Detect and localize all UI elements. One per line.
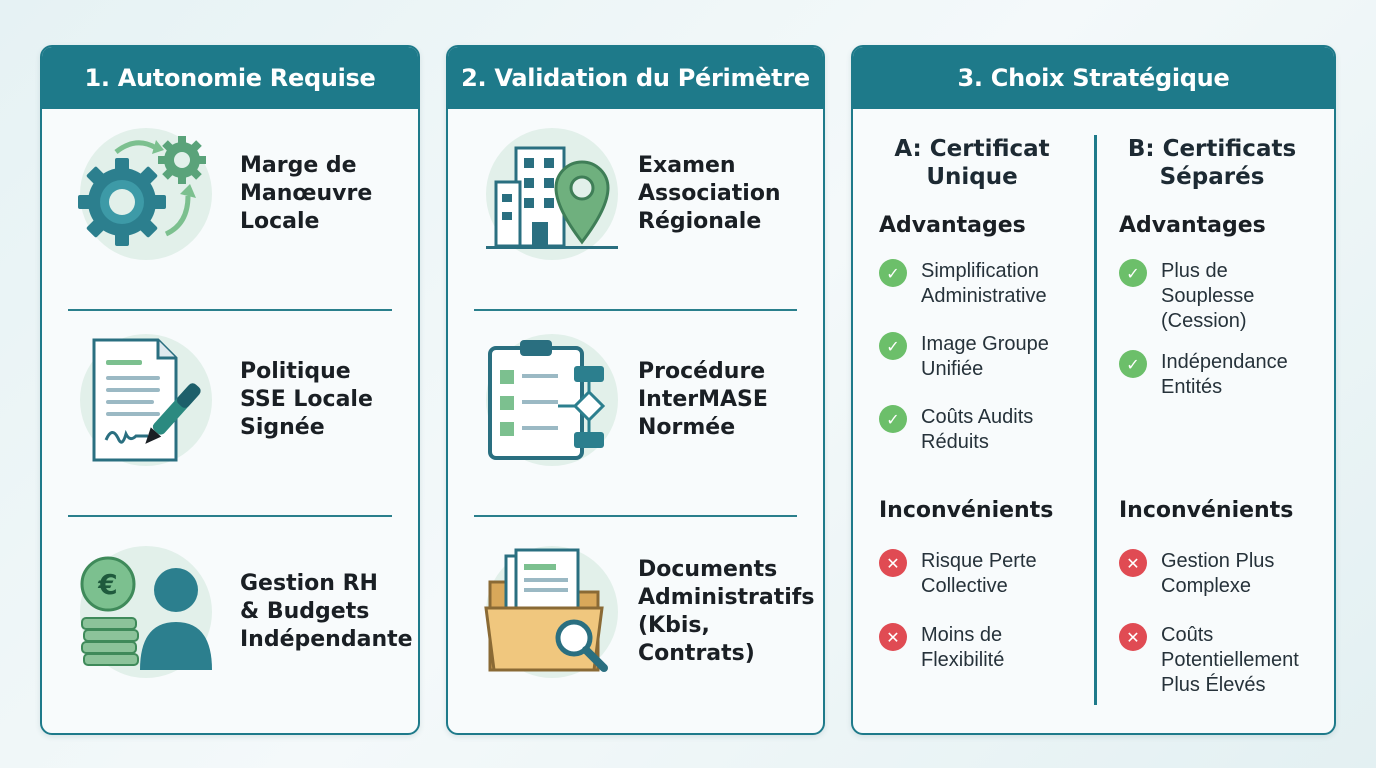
check-icon: ✓: [1119, 259, 1147, 287]
item-label: Examen Association Régionale: [638, 153, 781, 234]
building-location-icon: [482, 124, 622, 264]
check-icon: ✓: [879, 405, 907, 433]
separator: [68, 515, 392, 517]
option-a-advantage-item: ✓ Simplification Administrative: [879, 259, 1047, 309]
option-b-advantages-title: Advantages: [1119, 213, 1266, 238]
checklist-flowchart-icon: [482, 330, 622, 470]
check-icon: ✓: [1119, 350, 1147, 378]
item-politique: Politique SSE Locale Signée: [42, 325, 418, 475]
card-validation: 2. Validation du Périmètre Examen Associ…: [446, 45, 825, 735]
cross-icon: ✕: [879, 623, 907, 651]
item-examen: Examen Association Régionale: [448, 119, 823, 269]
option-a-drawback-item: ✕ Risque Perte Collective: [879, 549, 1037, 599]
cross-icon: ✕: [879, 549, 907, 577]
option-a-title: A: Certificat Unique: [894, 136, 1050, 190]
separator: [68, 309, 392, 311]
item-label: Marge de Manœuvre Locale: [240, 153, 373, 234]
card-choix: 3. Choix Stratégique A: Certificat Uniqu…: [851, 45, 1336, 735]
column-divider: [1094, 135, 1097, 705]
item-documents: Documents Administratifs (Kbis, Contrats…: [448, 537, 823, 687]
check-icon: ✓: [879, 332, 907, 360]
option-b-title: B: Certificats Séparés: [1127, 136, 1297, 190]
gears-icon: [76, 124, 216, 264]
option-a-advantages-title: Advantages: [879, 213, 1026, 238]
cross-icon: ✕: [1119, 549, 1147, 577]
option-b-drawbacks-title: Inconvénients: [1119, 498, 1294, 523]
svg-text:€: €: [97, 568, 117, 601]
check-icon: ✓: [879, 259, 907, 287]
signed-document-icon: [76, 330, 216, 470]
card-title: 1. Autonomie Requise: [42, 47, 418, 109]
item-gestion: € Gestion RH & Budgets Indépendante: [42, 537, 418, 687]
item-label: Politique SSE Locale Signée: [240, 359, 373, 440]
item-marge: Marge de Manœuvre Locale: [42, 119, 418, 269]
cross-icon: ✕: [1119, 623, 1147, 651]
option-a-drawbacks-title: Inconvénients: [879, 498, 1054, 523]
option-b-drawback-item: ✕ Coûts Potentiellement Plus Élevés: [1119, 623, 1299, 698]
card-title: 3. Choix Stratégique: [853, 47, 1334, 109]
option-a-advantage-item: ✓ Coûts Audits Réduits: [879, 405, 1033, 455]
separator: [474, 309, 797, 311]
separator: [474, 515, 797, 517]
euro-coins-person-icon: €: [76, 542, 216, 682]
card-title: 2. Validation du Périmètre: [448, 47, 823, 109]
card-autonomie: 1. Autonomie Requise: [40, 45, 420, 735]
folder-search-icon: [482, 542, 622, 682]
option-a-drawback-item: ✕ Moins de Flexibilité: [879, 623, 1004, 673]
option-b-drawback-item: ✕ Gestion Plus Complexe: [1119, 549, 1274, 599]
item-label: Gestion RH & Budgets Indépendante: [240, 571, 413, 652]
option-a-advantage-item: ✓ Image Groupe Unifiée: [879, 332, 1049, 382]
item-procedure: Procédure InterMASE Normée: [448, 325, 823, 475]
item-label: Procédure InterMASE Normée: [638, 359, 768, 440]
item-label: Documents Administratifs (Kbis, Contrats…: [638, 557, 815, 666]
option-b-advantage-item: ✓ Plus de Souplesse (Cession): [1119, 259, 1254, 334]
option-b-advantage-item: ✓ Indépendance Entités: [1119, 350, 1288, 400]
